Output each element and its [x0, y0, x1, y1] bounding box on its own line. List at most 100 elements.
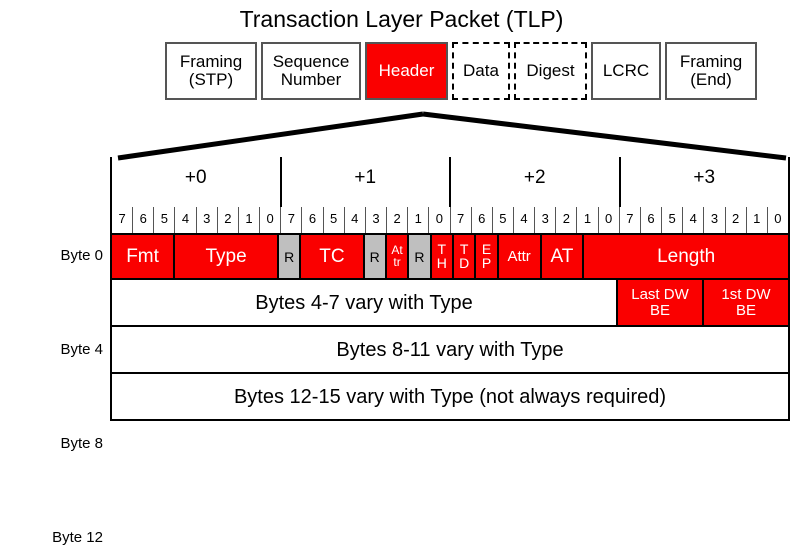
header-field-line: P — [481, 254, 492, 271]
bit-number-21: 2 — [556, 207, 578, 233]
packet-box-framing-end[interactable]: Framing(End) — [665, 42, 757, 100]
bit-number-19: 4 — [514, 207, 536, 233]
packet-box-lcrc[interactable]: LCRC — [591, 42, 661, 100]
byte-row-wrapper-3: Byte 12 Bytes 12-15 vary with Type (not a… — [52, 374, 790, 546]
header-field[interactable]: Fmt — [112, 235, 176, 278]
header-field-line: T — [437, 240, 447, 257]
header-field-line: Last DW — [631, 285, 689, 303]
bit-number-15: 0 — [429, 207, 451, 233]
bit-number-13: 2 — [387, 207, 409, 233]
header-field-label: AT — [550, 246, 574, 267]
bit-number-17: 6 — [472, 207, 493, 233]
byte-label-0: Byte 0 — [60, 247, 103, 264]
byte-offset-1: +1 — [282, 157, 451, 207]
packet-box-data[interactable]: Data — [452, 42, 510, 100]
bit-number-11: 4 — [345, 207, 366, 233]
funnel-right-line — [422, 111, 787, 161]
byte-row: Bytes 12-15 vary with Type (not always r… — [110, 374, 790, 421]
byte-label-2: Byte 8 — [60, 435, 103, 452]
packet-box-digest[interactable]: Digest — [514, 42, 587, 100]
header-field-label: R — [414, 248, 425, 265]
header-field-line: D — [459, 254, 470, 271]
byte-offset-2: +2 — [451, 157, 621, 207]
header-field-label: TC — [319, 246, 345, 267]
packet-box-label: Digest — [526, 60, 575, 80]
bit-number-24: 7 — [620, 207, 641, 233]
header-field-label: R — [369, 248, 380, 265]
bit-number-1: 6 — [133, 207, 155, 233]
packet-box-label: Sequence — [272, 51, 350, 71]
byte-row: Bytes 8-11 vary with Type — [110, 327, 790, 374]
bit-number-29: 2 — [726, 207, 747, 233]
header-field-line: At — [391, 242, 403, 257]
funnel-left-line — [117, 111, 424, 161]
bit-number-8: 7 — [281, 207, 303, 233]
header-field-label: Attr — [507, 247, 531, 265]
expansion-funnel — [117, 111, 787, 161]
bit-number-3: 4 — [175, 207, 197, 233]
bit-number-7: 0 — [260, 207, 282, 233]
bit-number-6: 1 — [239, 207, 261, 233]
header-field-label: R — [284, 248, 295, 265]
byte-offset-3: +3 — [693, 167, 716, 188]
header-field-line: tr — [393, 254, 401, 269]
header-field[interactable]: Attr — [498, 235, 542, 278]
bit-number-26: 5 — [662, 207, 684, 233]
header-field-label: Fmt — [126, 246, 159, 267]
bit-number-25: 6 — [641, 207, 663, 233]
header-field-label: Length — [657, 246, 716, 267]
packet-box-header[interactable]: Header — [365, 42, 448, 100]
packet-box-sublabel: Number — [280, 70, 342, 89]
bit-number-9: 6 — [302, 207, 324, 233]
header-field-line: 1st DW — [721, 285, 771, 303]
byte-offset-row: +0+1+2 +3 — [110, 157, 790, 207]
byte-label-3: Byte 12 — [52, 529, 103, 546]
bit-number-23: 0 — [599, 207, 620, 233]
packet-box-framing-stp[interactable]: Framing(STP) — [165, 42, 257, 100]
packet-box-label: LCRC — [602, 60, 650, 80]
bit-number-14: 1 — [408, 207, 430, 233]
bit-number-27: 4 — [683, 207, 705, 233]
header-field-line: H — [436, 254, 447, 271]
bit-number-2: 5 — [154, 207, 176, 233]
bit-number-10: 5 — [324, 207, 345, 233]
header-field-label: Type — [205, 246, 247, 267]
bit-number-31: 0 — [774, 211, 782, 226]
byte-label-1: Byte 4 — [60, 341, 103, 358]
header-field[interactable]: Bytes 8-11 vary with Type — [112, 327, 788, 372]
header-field[interactable]: R — [364, 235, 387, 278]
header-field-label: Bytes 8-11 vary with Type — [336, 338, 564, 361]
header-field[interactable]: Bytes 12-15 vary with Type (not always r… — [112, 374, 788, 419]
bit-number-16: 7 — [451, 207, 472, 233]
byte-offset-0: +0 — [112, 157, 282, 207]
header-field[interactable]: TC — [301, 235, 365, 278]
bit-number-4: 3 — [197, 207, 218, 233]
header-field-line: E — [481, 240, 492, 257]
header-field-label: Bytes 4-7 vary with Type — [255, 291, 473, 314]
bit-number-18: 5 — [493, 207, 514, 233]
page-title: Transaction Layer Packet (TLP) — [239, 6, 564, 32]
byte-row-wrapper-2: Byte 8 Bytes 8-11 vary with Type — [60, 327, 790, 452]
header-field-line: BE — [649, 301, 670, 319]
header-field[interactable]: Bytes 4-7 vary with Type — [112, 280, 618, 325]
header-field[interactable]: AT — [541, 235, 585, 278]
packet-box-label: Framing — [179, 51, 243, 71]
header-field[interactable]: R — [409, 235, 432, 278]
header-field[interactable]: R — [279, 235, 302, 278]
header-field[interactable]: Length — [584, 235, 788, 278]
packet-box-label: Header — [378, 60, 435, 80]
header-field[interactable]: Type — [175, 235, 279, 278]
bit-number-30: 1 — [747, 207, 768, 233]
